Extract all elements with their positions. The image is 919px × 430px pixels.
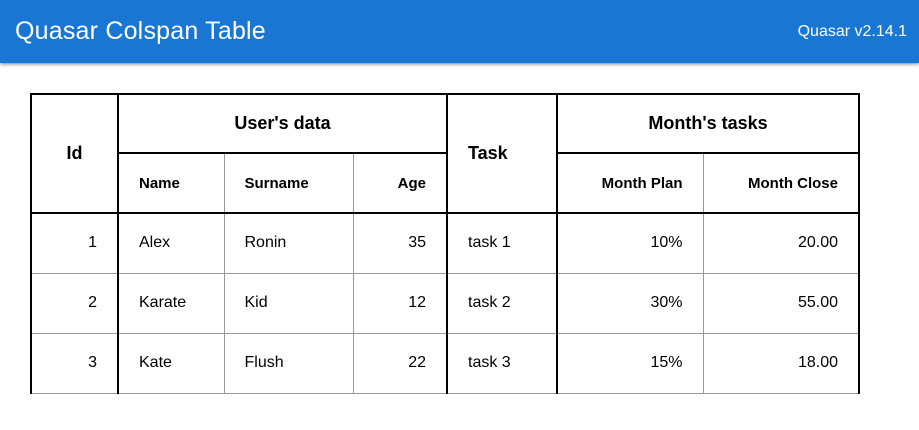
cell-name: Alex bbox=[117, 212, 225, 274]
table-row: 2 Karate Kid 12 task 2 30% 55.00 bbox=[30, 272, 860, 334]
column-group-months-tasks: Month's tasks bbox=[556, 93, 860, 154]
header-row-group: Id User's data Task Month's tasks bbox=[30, 93, 860, 214]
cell-name: Karate bbox=[117, 272, 225, 334]
cell-month-close: 55.00 bbox=[702, 272, 860, 334]
cell-surname: Flush bbox=[223, 332, 354, 394]
header-row-sub: Name Surname Age Month Plan Month Close bbox=[31, 152, 860, 214]
column-header-id: Id bbox=[30, 93, 119, 214]
cell-age: 35 bbox=[352, 212, 448, 274]
table-row: 3 Kate Flush 22 task 3 15% 18.00 bbox=[30, 332, 860, 394]
cell-id: 2 bbox=[30, 272, 119, 334]
table-row: 1 Alex Ronin 35 task 1 10% 20.00 bbox=[30, 212, 860, 274]
cell-task: task 2 bbox=[446, 272, 558, 334]
cell-name: Kate bbox=[117, 332, 225, 394]
cell-age: 22 bbox=[352, 332, 448, 394]
colspan-table-container: Id User's data Task Month's tasks Name S… bbox=[30, 93, 860, 394]
app-header: Quasar Colspan Table Quasar v2.14.1 bbox=[0, 0, 919, 63]
column-header-surname: Surname bbox=[223, 152, 354, 214]
column-header-age: Age bbox=[352, 152, 448, 214]
cell-month-close: 18.00 bbox=[702, 332, 860, 394]
cell-task: task 3 bbox=[446, 332, 558, 394]
cell-surname: Kid bbox=[223, 272, 354, 334]
column-header-month-plan: Month Plan bbox=[556, 152, 704, 214]
cell-task: task 1 bbox=[446, 212, 558, 274]
cell-age: 12 bbox=[352, 272, 448, 334]
cell-surname: Ronin bbox=[223, 212, 354, 274]
column-group-users-data: User's data bbox=[117, 93, 448, 154]
version-label: Quasar v2.14.1 bbox=[797, 22, 907, 40]
cell-month-plan: 10% bbox=[556, 212, 704, 274]
cell-id: 1 bbox=[30, 212, 119, 274]
cell-month-close: 20.00 bbox=[702, 212, 860, 274]
cell-month-plan: 30% bbox=[556, 272, 704, 334]
column-header-month-close: Month Close bbox=[702, 152, 860, 214]
column-header-task: Task bbox=[446, 93, 558, 214]
colspan-table: Id User's data Task Month's tasks Name S… bbox=[30, 93, 860, 394]
page-title: Quasar Colspan Table bbox=[15, 17, 266, 45]
cell-id: 3 bbox=[30, 332, 119, 394]
cell-month-plan: 15% bbox=[556, 332, 704, 394]
column-header-name: Name bbox=[117, 152, 225, 214]
